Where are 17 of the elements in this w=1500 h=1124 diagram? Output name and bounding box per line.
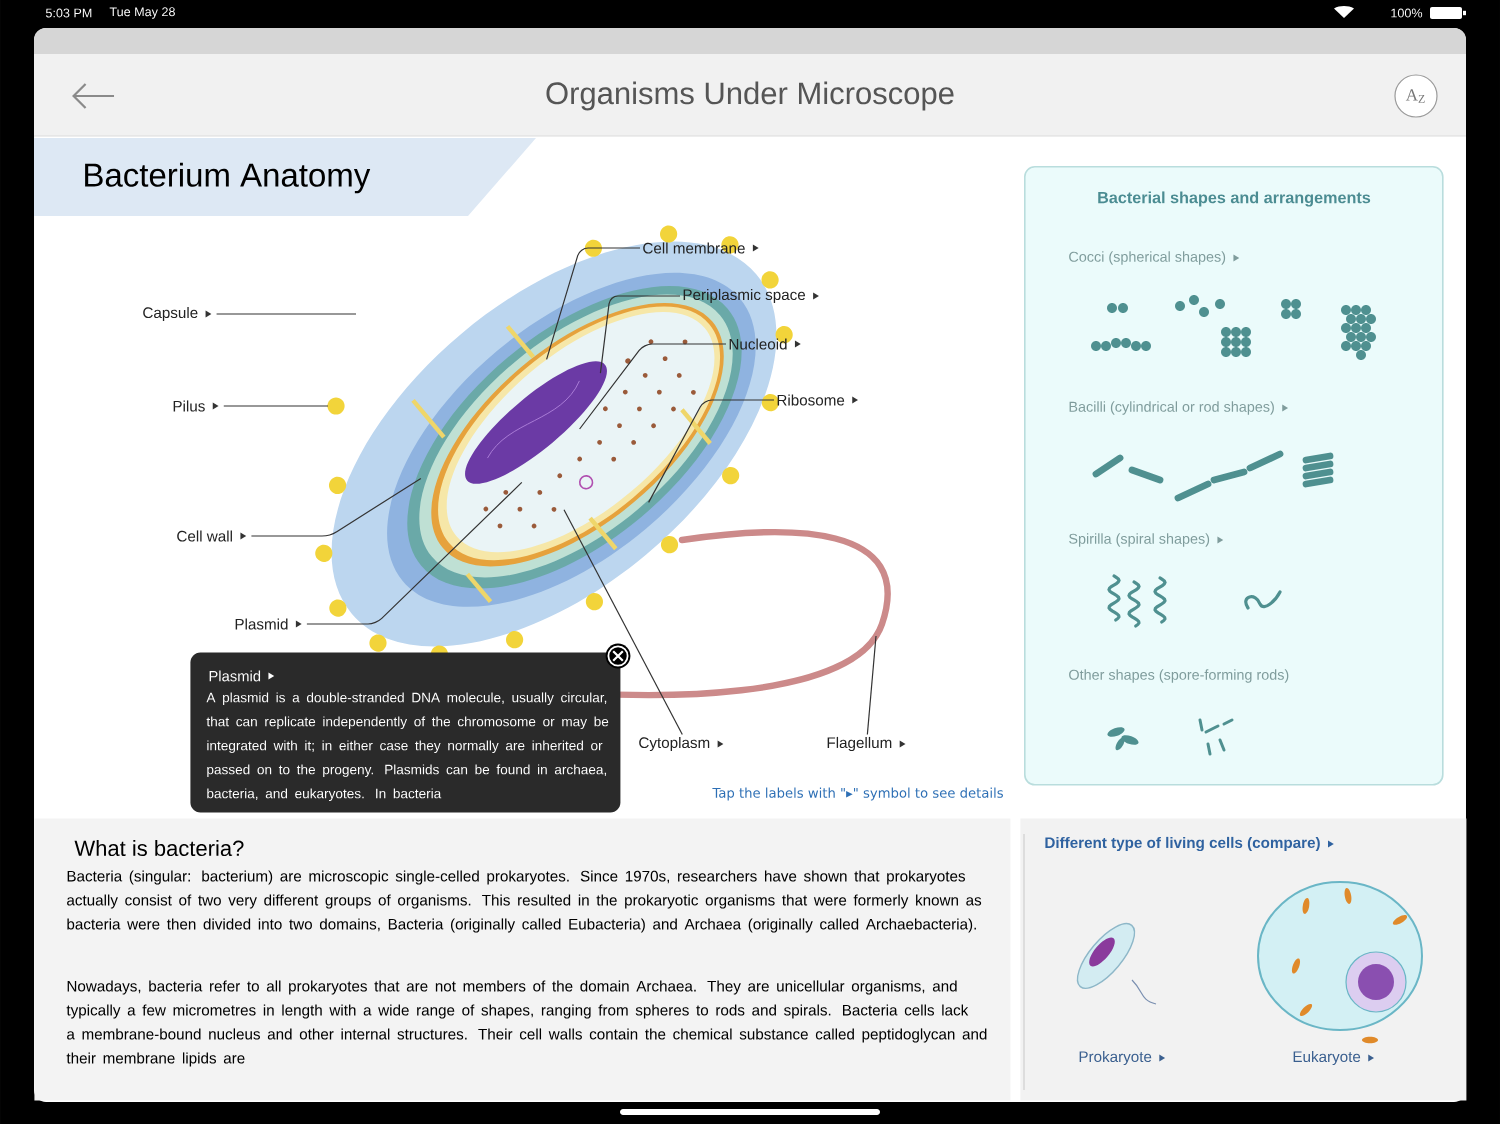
info-panel — [1024, 166, 1444, 786]
section-banner: Bacterium Anatomy — [34, 138, 536, 216]
az-button: A$_{Z}$ — [1394, 74, 1438, 118]
info-popover — [190, 652, 621, 813]
leader-line — [599, 295, 681, 374]
leader-line — [306, 481, 523, 625]
leader-line — [648, 399, 775, 503]
leader-line — [546, 247, 641, 360]
leader-line — [563, 509, 683, 736]
leader-line — [223, 405, 329, 407]
leader-line — [866, 635, 877, 736]
leader-line — [216, 313, 357, 315]
section-heading: What is bacteria? — [74, 839, 244, 857]
page-title: Organisms Under Microscope — [546, 81, 954, 111]
text-section — [34, 818, 1011, 1101]
panel-heading: Bacterial shapes and arrangements — [1098, 191, 1371, 207]
leader-line — [250, 477, 422, 537]
